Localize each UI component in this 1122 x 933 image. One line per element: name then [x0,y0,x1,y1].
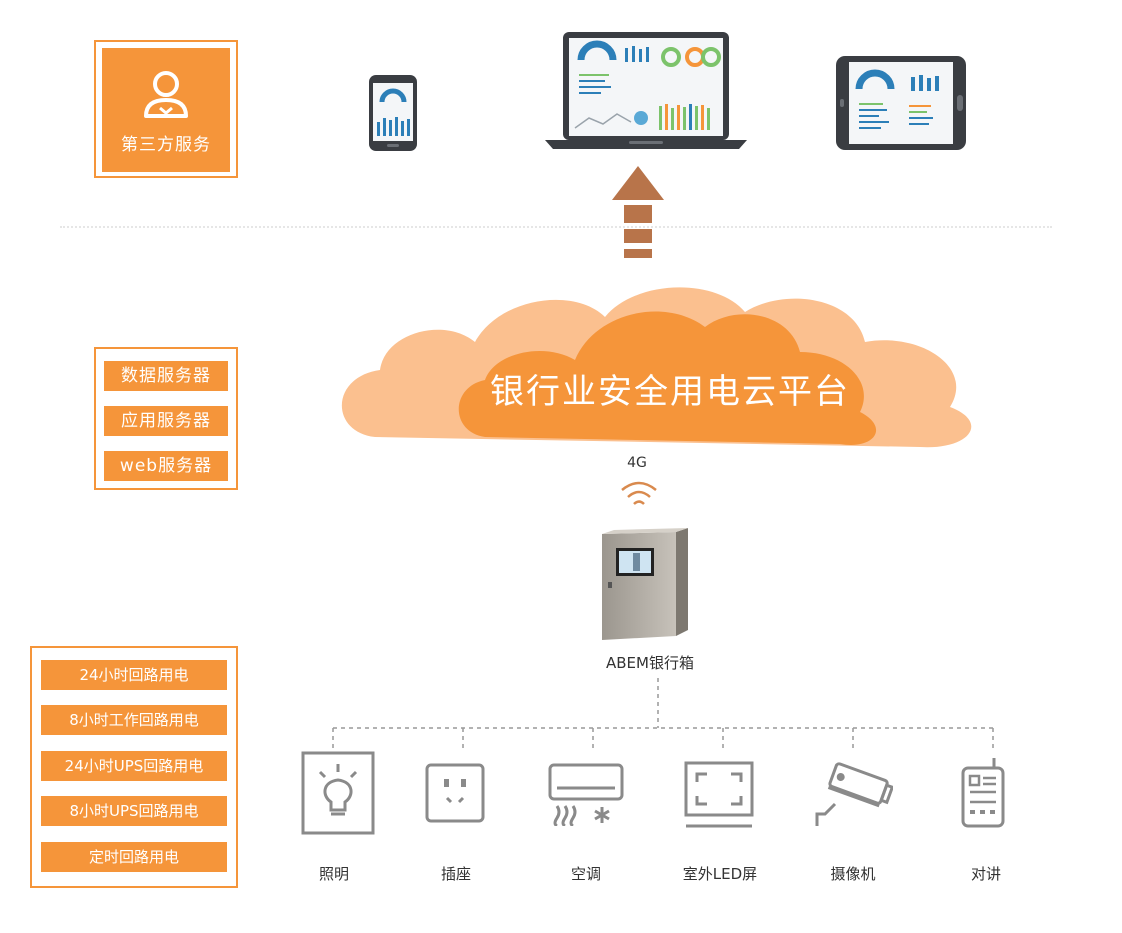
circuit-item: 定时回路用电 [41,842,227,872]
third-party-service-label: 第三方服务 [121,135,211,155]
tablet-icon [836,56,966,150]
camera-icon [815,762,893,826]
cloud-platform-title: 银行业安全用电云平台 [490,372,850,412]
third-party-service-box: 第三方服务 [94,40,238,178]
circuit-item: 24小时回路用电 [41,660,227,690]
circuit-item: 8小时工作回路用电 [41,705,227,735]
server-item: web服务器 [104,451,228,481]
cabinet-image [602,528,688,640]
server-item: 应用服务器 [104,406,228,436]
wifi-signal-icon [621,481,657,505]
cloud-platform-shape [341,287,972,448]
cabinet-label: ABEM银行箱 [606,654,694,672]
circuit-list-box: 24小时回路用电 8小时工作回路用电 24小时UPS回路用电 8小时UPS回路用… [30,646,238,888]
power-socket-icon [425,763,485,823]
server-item: 数据服务器 [104,361,228,391]
device-label-socket: 插座 [440,865,471,883]
upload-arrow-icon [612,166,664,258]
smartphone-icon [369,75,417,151]
connector-lines [332,678,994,750]
led-screen-icon [684,761,754,828]
intercom-icon [961,758,1005,828]
light-bulb-icon [301,751,375,835]
network-label: 4G [627,455,647,471]
device-label-air-conditioner: 空调 [570,865,601,883]
device-label-lighting: 照明 [318,865,349,883]
third-party-service-panel: 第三方服务 [102,48,230,172]
device-label-camera: 摄像机 [830,865,876,883]
circuit-item: 8小时UPS回路用电 [41,796,227,826]
laptop-icon [545,32,747,149]
section-divider [60,226,1052,228]
device-label-intercom: 对讲 [970,865,1001,883]
circuit-item: 24小时UPS回路用电 [41,751,227,781]
server-list-box: 数据服务器 应用服务器 web服务器 [94,347,238,490]
device-label-led-screen: 室外LED屏 [682,865,758,883]
air-conditioner-icon [548,763,624,826]
user-icon [144,71,188,118]
